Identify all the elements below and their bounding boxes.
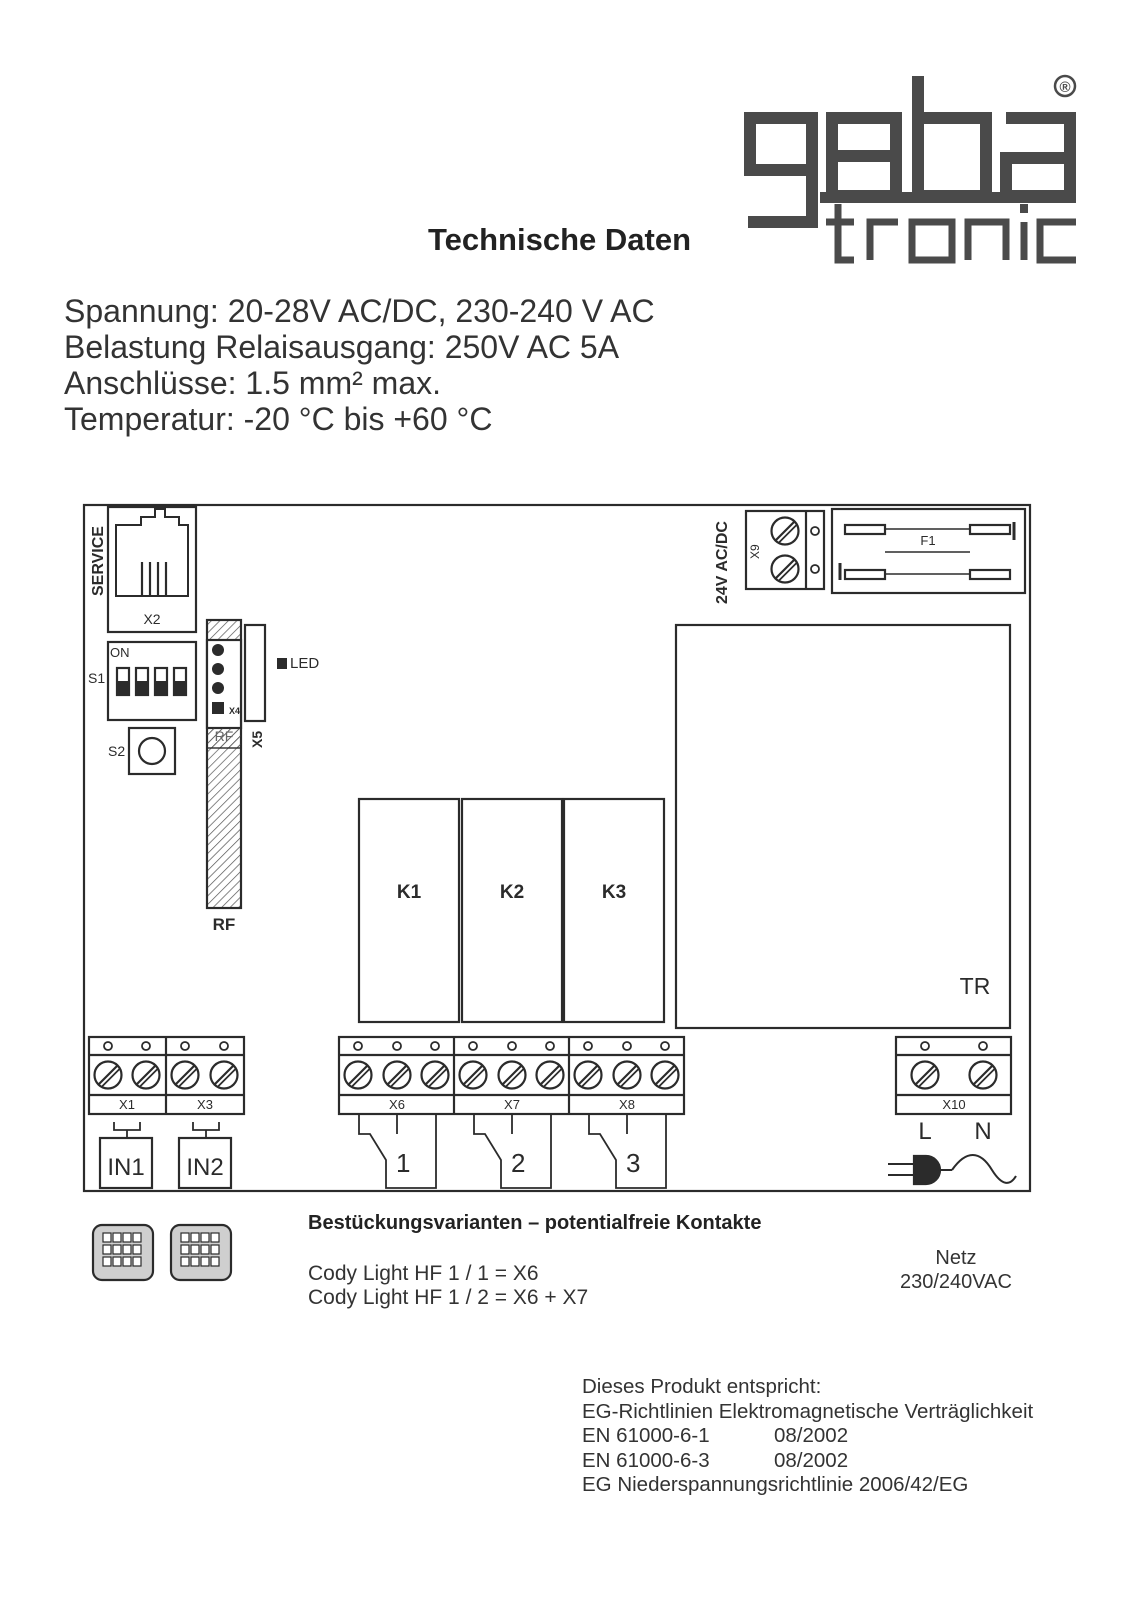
supply-24v-label: 24V AC/DC xyxy=(714,521,731,604)
on-label: ON xyxy=(110,645,130,660)
standard-code: EN 61000-6-1 xyxy=(582,1424,710,1447)
s1-label: S1 xyxy=(88,670,105,686)
spec-list: Spannung: 20-28V AC/DC, 230-240 V AC Bel… xyxy=(64,293,655,437)
x6-label: X6 xyxy=(389,1097,405,1112)
spec-voltage: Spannung: 20-28V AC/DC, 230-240 V AC xyxy=(64,293,655,329)
line-l-label: L xyxy=(918,1118,931,1145)
x8-label: X8 xyxy=(619,1097,635,1112)
s2-label: S2 xyxy=(108,743,125,759)
transformer-label: TR xyxy=(960,973,991,999)
output-1-label: 1 xyxy=(396,1148,410,1178)
mains-supply-note: Netz 230/240VAC xyxy=(900,1246,1012,1294)
gebatronic-logo: ® xyxy=(744,74,1077,264)
board-outline xyxy=(82,503,1032,1193)
input-in1-label: IN1 xyxy=(107,1154,144,1181)
x10-label: X10 xyxy=(942,1097,965,1112)
x1-label: X1 xyxy=(119,1097,135,1112)
neutral-n-label: N xyxy=(974,1118,991,1145)
standard-date: 08/2002 xyxy=(774,1424,849,1447)
spec-temperature: Temperatur: -20 °C bis +60 °C xyxy=(64,401,493,437)
standard-row: EN 61000-6-1 08/2002 xyxy=(582,1424,1033,1449)
low-voltage-directive: EG Niederspannungsrichtlinie 2006/42/EG xyxy=(582,1473,969,1496)
output-3-label: 3 xyxy=(626,1148,640,1178)
variants-title: Bestückungsvarianten – potentialfreie Ko… xyxy=(308,1212,762,1234)
relay-k3-label: K3 xyxy=(602,882,626,903)
relay-k2-label: K2 xyxy=(500,882,524,903)
standard-row: EN 61000-6-3 08/2002 xyxy=(582,1449,1033,1474)
variants-list: Cody Light HF 1 / 1 = X6 Cody Light HF 1… xyxy=(308,1262,588,1310)
registered-mark: ® xyxy=(1059,79,1070,96)
connector-plug-icon xyxy=(91,1223,233,1282)
x9-label: X9 xyxy=(748,544,762,559)
x4-label: X4 xyxy=(229,706,240,716)
f1-label: F1 xyxy=(920,533,935,548)
service-label: SERVICE xyxy=(90,526,107,596)
input-in2-label: IN2 xyxy=(186,1154,223,1181)
page-title: Technische Daten xyxy=(428,222,692,257)
spec-relay-load: Belastung Relaisausgang: 250V AC 5A xyxy=(64,329,620,365)
standard-code: EN 61000-6-3 xyxy=(582,1448,710,1472)
netz-label: Netz xyxy=(935,1247,977,1269)
x3-label: X3 xyxy=(197,1097,213,1112)
rf-small-label: RF xyxy=(215,728,234,744)
x2-label: X2 xyxy=(143,611,160,627)
rf-label: RF xyxy=(213,915,236,934)
standard-date: 08/2002 xyxy=(774,1448,849,1472)
variant-item: Cody Light HF 1 / 1 = X6 xyxy=(308,1262,539,1285)
led-label: LED xyxy=(290,655,319,672)
output-2-label: 2 xyxy=(511,1148,525,1178)
netz-value: 230/240VAC xyxy=(900,1271,1012,1293)
conformity-statement: Dieses Produkt entspricht: EG-Richtlinie… xyxy=(582,1375,1033,1498)
x5-label: X5 xyxy=(249,731,265,748)
relay-k1-label: K1 xyxy=(397,882,422,903)
conformity-directive: EG-Richtlinien Elektromagnetische Verträ… xyxy=(582,1399,1034,1423)
variant-item: Cody Light HF 1 / 2 = X6 + X7 xyxy=(308,1286,589,1309)
x7-label: X7 xyxy=(504,1097,520,1112)
spec-connections: Anschlüsse: 1.5 mm² max. xyxy=(64,365,441,401)
conformity-intro: Dieses Produkt entspricht: xyxy=(582,1375,822,1398)
